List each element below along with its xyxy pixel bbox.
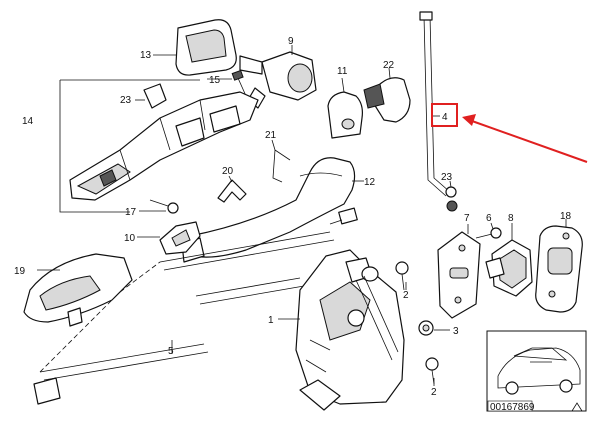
callout-9-label: 11 <box>337 66 348 77</box>
callout-10: 12 <box>364 177 376 188</box>
part-17-cover-plate <box>535 225 583 313</box>
part-22-clip <box>143 83 167 109</box>
part-2-screw-a <box>395 261 409 291</box>
callout-2b: 2 <box>431 387 437 398</box>
callout-20: 21 <box>265 130 277 141</box>
connector <box>329 207 358 225</box>
part-15-screw <box>231 69 247 97</box>
part-9-cap <box>327 91 363 139</box>
callout-7: 7 <box>464 213 470 224</box>
callout-13: 13 <box>140 50 152 61</box>
callout-18: 19 <box>14 266 26 277</box>
part-21-cap <box>363 77 411 123</box>
diagram-id-box <box>487 400 533 412</box>
callout-17: 18 <box>560 211 572 222</box>
part-3-nut <box>418 320 434 336</box>
callout-2a: 2 <box>403 290 409 301</box>
highlight-arrow <box>471 120 588 163</box>
part-23-clip <box>445 186 457 198</box>
part-8-striker <box>485 239 533 297</box>
part-14-handle-carrier <box>69 91 259 201</box>
callout-8: 8 <box>508 213 514 224</box>
callout-14: 14 <box>22 116 34 127</box>
part-1-lock-mechanism <box>295 249 405 411</box>
callout-23-label: 23 <box>441 172 453 183</box>
callout-11: 9 <box>288 36 294 47</box>
part-16-screw <box>149 199 179 214</box>
callout-15: 15 <box>209 75 221 86</box>
part-18-inner-handle <box>23 253 133 327</box>
part-13-cover <box>175 19 237 76</box>
part-2-screw-b <box>425 357 439 385</box>
callout-22: 23 <box>120 95 132 106</box>
car-thumbnail <box>486 330 587 412</box>
callout-5: 5 <box>168 346 174 357</box>
highlight-box <box>431 103 458 127</box>
highlight-arrow-head <box>462 114 476 126</box>
part-4-rod <box>419 11 458 212</box>
callout-12: 10 <box>124 233 136 244</box>
bracket-14 <box>59 80 130 213</box>
diagram-id: 00167869 <box>490 402 535 413</box>
callout-19: 20 <box>222 166 234 177</box>
callout-3: 3 <box>453 326 459 337</box>
part-20-bracket <box>272 149 291 183</box>
part-5-rod <box>33 231 335 405</box>
callout-6: 6 <box>486 213 492 224</box>
callout-4: 4 <box>442 112 448 123</box>
callout-1: 1 <box>268 315 274 326</box>
part-7-plate <box>437 231 481 319</box>
part-6-screw <box>475 227 502 239</box>
warning-icon <box>571 402 583 412</box>
callout-21: 22 <box>383 60 395 71</box>
callout-16: 17 <box>125 207 137 218</box>
part-10-outer-handle <box>181 157 356 263</box>
part-12-gasket <box>159 221 201 255</box>
part-19-seal <box>217 179 247 203</box>
